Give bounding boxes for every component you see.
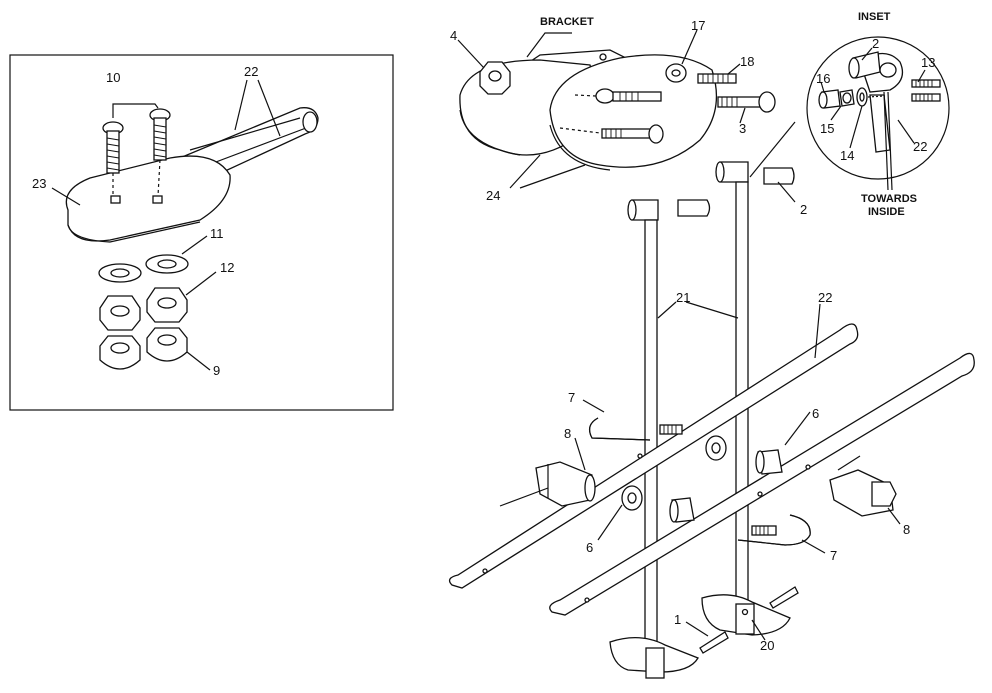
callout-10: 10	[106, 70, 120, 85]
callout-17: 17	[691, 18, 705, 33]
bushing-8-left	[535, 461, 596, 507]
callout-1: 1	[674, 612, 681, 627]
inset-view: INSET 2 16 13	[806, 11, 950, 218]
callout-22-detail: 22	[244, 64, 258, 79]
hex-nut-right	[146, 287, 188, 323]
hex-nut-left	[99, 295, 141, 331]
callout-3: 3	[739, 121, 746, 136]
callout-21: 21	[676, 290, 690, 305]
callout-inset-2: 2	[872, 36, 879, 51]
spacer-6-left	[621, 485, 695, 523]
plate-bolts	[559, 88, 664, 144]
callout-4: 4	[450, 28, 457, 43]
screw-18	[697, 73, 737, 84]
callout-12: 12	[220, 260, 234, 275]
lock-nut-right	[146, 327, 188, 362]
callout-7-bottom: 7	[830, 548, 837, 563]
callout-20: 20	[760, 638, 774, 653]
screw-1	[699, 586, 799, 654]
caption-towards: TOWARDS	[861, 193, 917, 205]
callout-main-22: 22	[818, 290, 832, 305]
bushing-8-right	[829, 469, 897, 517]
callout-14: 14	[840, 148, 854, 163]
callout-18: 18	[740, 54, 754, 69]
callout-8-left: 8	[564, 426, 571, 441]
callout-6-right: 6	[812, 406, 819, 421]
spacer-6-right	[705, 435, 783, 475]
detail-box: 10 22 23 11 12 9	[9, 54, 394, 411]
callout-inset-22: 22	[913, 139, 927, 154]
caption-inside: INSIDE	[868, 206, 905, 218]
callout-6-left: 6	[586, 540, 593, 555]
bolt-3	[717, 91, 776, 113]
main-assembly: 2 21 22 7 8 6 6 8 7 1 20	[448, 121, 975, 679]
bolt-left	[102, 121, 124, 174]
lock-nut-left	[99, 335, 141, 370]
callout-15: 15	[820, 121, 834, 136]
caption-bracket: BRACKET	[540, 16, 594, 28]
callout-11: 11	[210, 226, 224, 241]
callout-8-right: 8	[903, 522, 910, 537]
bracket-assembly: BRACKET	[450, 16, 776, 203]
callout-16: 16	[816, 71, 830, 86]
callout-13: 13	[921, 55, 935, 70]
bolt-right	[149, 108, 171, 161]
caption-inset: INSET	[858, 11, 891, 23]
callout-main-2: 2	[800, 202, 807, 217]
callout-23: 23	[32, 176, 46, 191]
callout-9: 9	[213, 363, 220, 378]
callout-7-top: 7	[568, 390, 575, 405]
callout-24: 24	[486, 188, 500, 203]
